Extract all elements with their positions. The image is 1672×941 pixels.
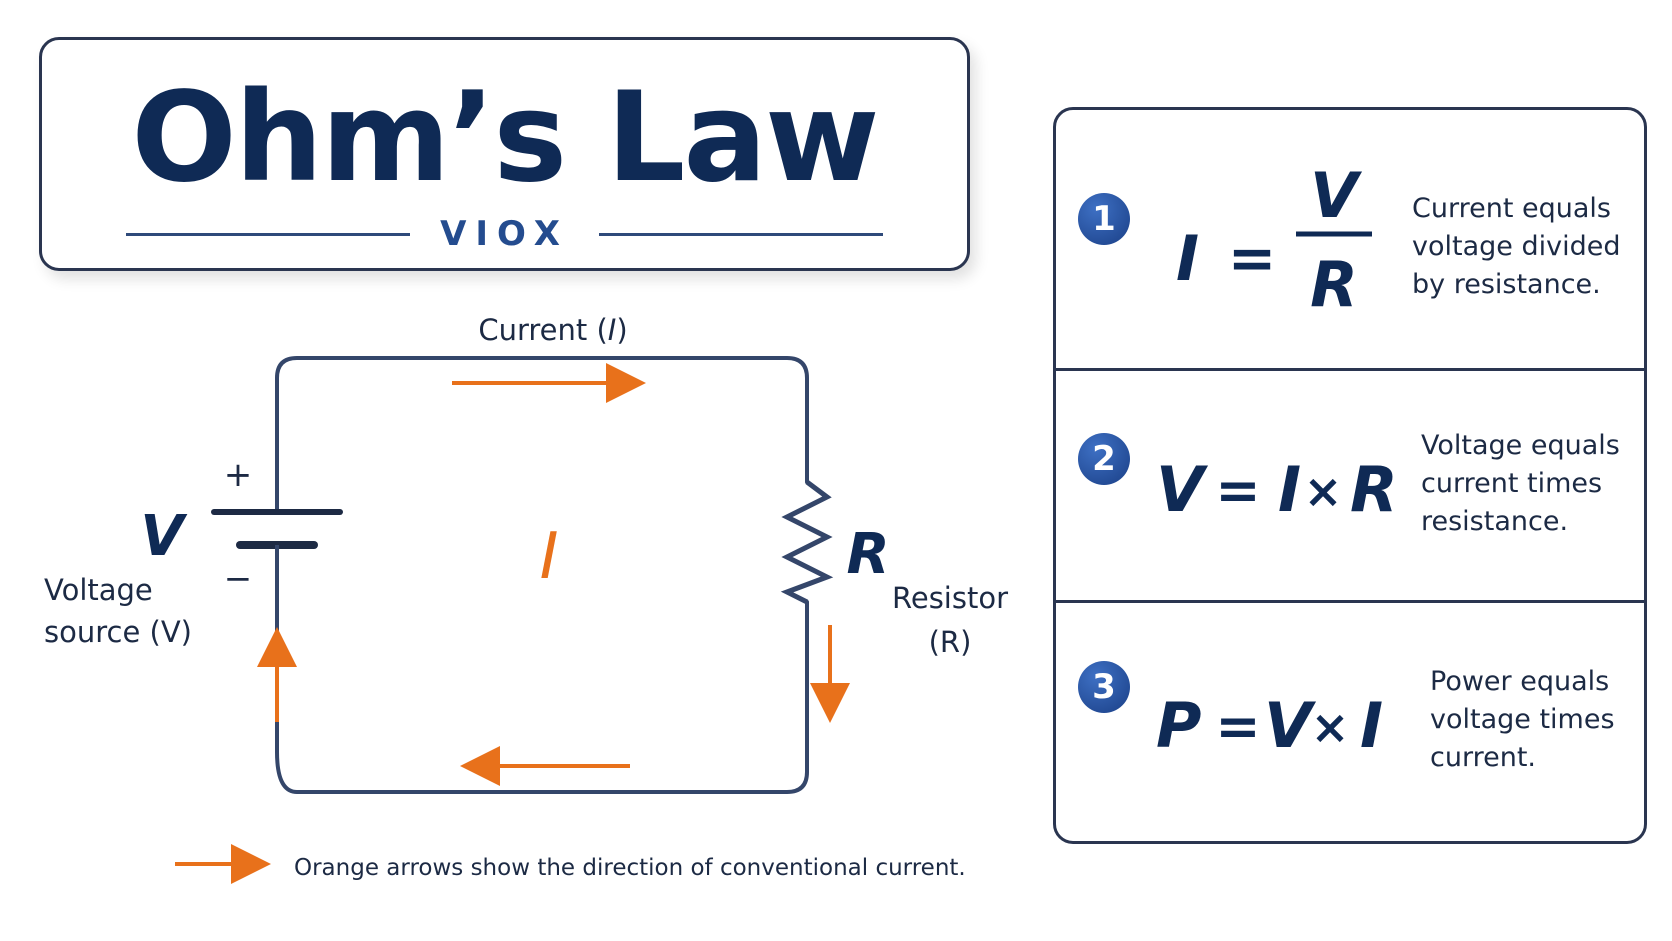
formula-term: V bbox=[1156, 453, 1209, 526]
description-line: by resistance. bbox=[1412, 269, 1601, 300]
formula-description: Current equals voltage divided by resist… bbox=[1412, 190, 1620, 304]
formula-term: I bbox=[1278, 453, 1301, 526]
brand-name: VIOX bbox=[440, 214, 569, 254]
formula-term: R bbox=[1350, 453, 1398, 526]
description-line: resistance. bbox=[1421, 506, 1569, 537]
current-label-symbol: I bbox=[608, 313, 617, 347]
battery-plus-sign: + bbox=[224, 455, 253, 495]
formula-row-2: 2 V = I × R Voltage equals current times… bbox=[1056, 368, 1644, 603]
voltage-symbol: V bbox=[140, 504, 188, 569]
formula-description: Power equals voltage times current. bbox=[1430, 663, 1615, 777]
circuit-diagram: + − V Voltage source (V) R Resistor (R) … bbox=[44, 313, 1008, 884]
formula-panel: 1 I = V R Current equals voltage divided… bbox=[1053, 107, 1647, 844]
voltage-label-line1: Voltage bbox=[44, 573, 153, 607]
formula-description: Voltage equals current times resistance. bbox=[1421, 427, 1620, 541]
formula-denominator: R bbox=[1310, 248, 1358, 321]
formula-equals: = bbox=[1215, 695, 1260, 758]
voltage-label-line2: source (V) bbox=[44, 615, 192, 649]
description-line: current. bbox=[1430, 742, 1536, 773]
formula-row-1: 1 I = V R Current equals voltage divided… bbox=[1056, 110, 1644, 368]
current-label-prefix: Current ( bbox=[478, 313, 607, 347]
formula-numerator: V bbox=[1310, 159, 1363, 232]
description-line: Current equals bbox=[1412, 193, 1611, 224]
current-label-suffix: ) bbox=[616, 313, 627, 347]
formula-voltage: V = I × R bbox=[1156, 453, 1398, 526]
legend-text: Orange arrows show the direction of conv… bbox=[294, 855, 966, 881]
description-line: Voltage equals bbox=[1421, 430, 1620, 461]
description-line: Power equals bbox=[1430, 666, 1610, 697]
page-title: Ohm’s Law bbox=[131, 66, 879, 210]
circuit-wire bbox=[275, 356, 809, 794]
formula-lhs: I bbox=[1176, 222, 1199, 295]
resistor-label-line1: Resistor bbox=[892, 581, 1008, 615]
formula-equals: = bbox=[1215, 459, 1260, 522]
formula-operator: × bbox=[1311, 700, 1350, 754]
resistor-label-line2: (R) bbox=[929, 625, 972, 659]
formula-row-3: 3 P = V × I Power equals voltage times c… bbox=[1056, 600, 1644, 844]
resistor-zigzag bbox=[780, 480, 834, 605]
current-center-symbol: I bbox=[540, 520, 559, 594]
resistor-symbol: R bbox=[846, 522, 889, 587]
formula-number-badge: 1 bbox=[1078, 193, 1130, 245]
formula-number-badge: 2 bbox=[1078, 433, 1130, 485]
formula-number-badge: 3 bbox=[1078, 661, 1130, 713]
battery-minus-sign: − bbox=[224, 559, 253, 599]
formula-term: V bbox=[1264, 689, 1317, 762]
formula-term: I bbox=[1360, 689, 1383, 762]
description-line: current times bbox=[1421, 468, 1603, 499]
description-line: voltage times bbox=[1430, 704, 1615, 735]
description-line: voltage divided bbox=[1412, 231, 1621, 262]
brand-divider-left bbox=[126, 232, 411, 236]
formula-term: P bbox=[1156, 689, 1201, 762]
formula-operator: × bbox=[1304, 464, 1343, 518]
brand-row: VIOX bbox=[126, 214, 883, 254]
formula-equals: = bbox=[1228, 224, 1277, 292]
title-card: Ohm’s Law VIOX bbox=[39, 37, 970, 271]
brand-divider-right bbox=[598, 232, 883, 236]
formula-power: P = V × I bbox=[1156, 689, 1383, 762]
formula-current: I = V R bbox=[1176, 159, 1372, 321]
current-label: Current (I) bbox=[478, 313, 627, 347]
